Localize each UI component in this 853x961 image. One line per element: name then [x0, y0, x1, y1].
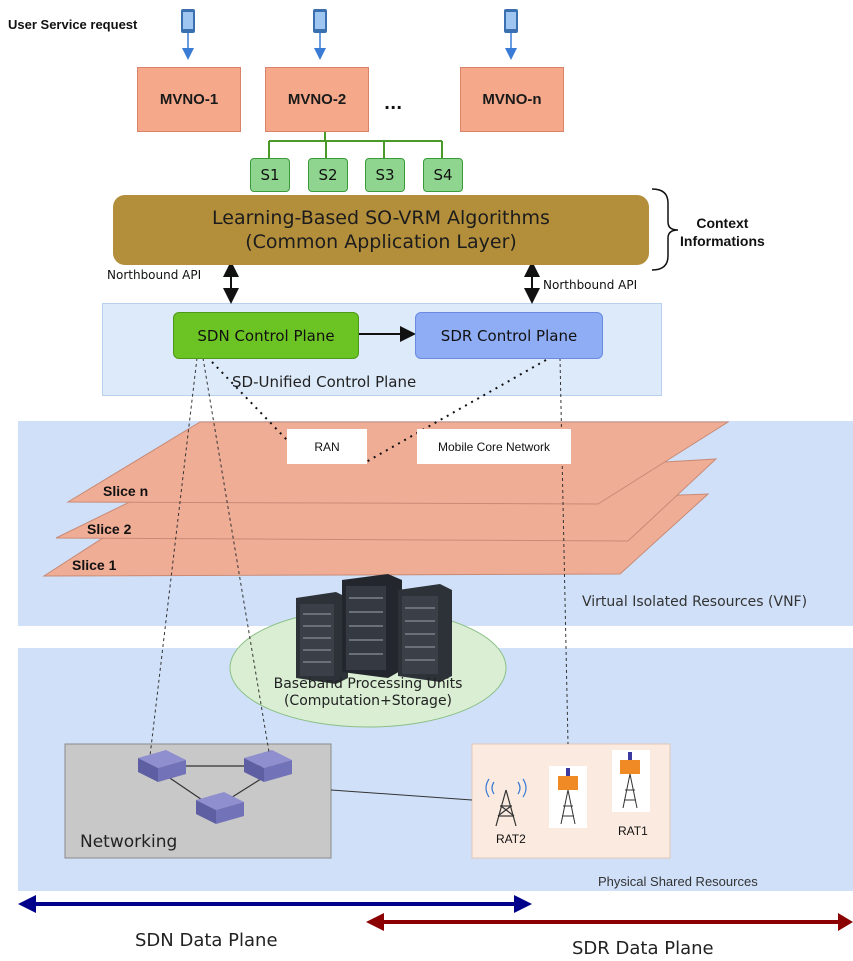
context-line1: Context [696, 215, 749, 231]
sdn-dashed-links [149, 357, 270, 757]
rat2-tower-icon [485, 778, 527, 827]
algorithm-subtitle: (Common Application Layer) [245, 231, 517, 253]
mvno-n-box: MVNO-n [460, 67, 564, 132]
radio-unit-icon [612, 750, 650, 812]
mvno-2-box: MVNO-2 [265, 67, 369, 132]
rat1-label: RAT1 [618, 824, 648, 838]
phone-icon [504, 9, 518, 60]
northbound-api-left: Northbound API [107, 268, 202, 282]
northbound-api-right: Northbound API [543, 278, 638, 292]
sdn-data-plane-arrow [18, 895, 532, 913]
phone-icon [313, 9, 327, 60]
unified-control-plane-label: SD-Unified Control Plane [232, 373, 417, 391]
service-s2: S2 [308, 158, 348, 192]
radio-unit-icon [549, 766, 587, 828]
sdr-data-plane-arrow [366, 913, 853, 931]
switch-icon [244, 750, 292, 782]
virtual-isolated-resources-label: Virtual Isolated Resources (VNF) [582, 594, 808, 610]
physical-shared-resources-label: Physical Shared Resources [598, 874, 758, 889]
phone-icon [181, 9, 195, 60]
slice-1-label: Slice 1 [72, 557, 117, 573]
baseband-label: Baseband Processing Units (Computation+S… [258, 676, 478, 710]
user-service-request-label: User Service request [8, 17, 138, 32]
switch-icon [196, 792, 244, 824]
switch-icon [138, 750, 186, 782]
networking-rat-link [330, 789, 473, 801]
algorithm-title: Learning-Based SO-VRM Algorithms [212, 207, 550, 229]
algorithm-layer: Learning-Based SO-VRM Algorithms (Common… [113, 195, 649, 265]
mvno-1-box: MVNO-1 [137, 67, 241, 132]
baseband-line1: Baseband Processing Units [273, 676, 463, 692]
sdr-data-plane-label: SDR Data Plane [572, 938, 714, 959]
slice-2-label: Slice 2 [87, 521, 132, 537]
context-line2: Informations [680, 233, 765, 249]
service-s3: S3 [365, 158, 405, 192]
sdr-control-plane: SDR Control Plane [415, 312, 603, 359]
server-icon [296, 592, 348, 684]
mvno-ellipsis: ... [384, 94, 403, 113]
service-connector [268, 130, 443, 158]
baseband-line2: (Computation+Storage) [283, 693, 453, 709]
sdn-control-plane: SDN Control Plane [173, 312, 359, 359]
mobile-core-network-box: Mobile Core Network [417, 429, 571, 464]
networking-label: Networking [80, 832, 178, 852]
slice-n-label: Slice n [103, 483, 149, 499]
service-s4: S4 [423, 158, 463, 192]
server-icon [398, 584, 452, 682]
sdn-data-plane-label: SDN Data Plane [135, 930, 278, 951]
context-label: Context Informations [680, 214, 765, 250]
rat2-label: RAT2 [496, 832, 526, 846]
service-s1: S1 [250, 158, 290, 192]
ran-box: RAN [287, 429, 367, 464]
server-icon [342, 574, 402, 678]
context-brace [651, 188, 679, 271]
sdr-dashed-link [559, 357, 569, 745]
